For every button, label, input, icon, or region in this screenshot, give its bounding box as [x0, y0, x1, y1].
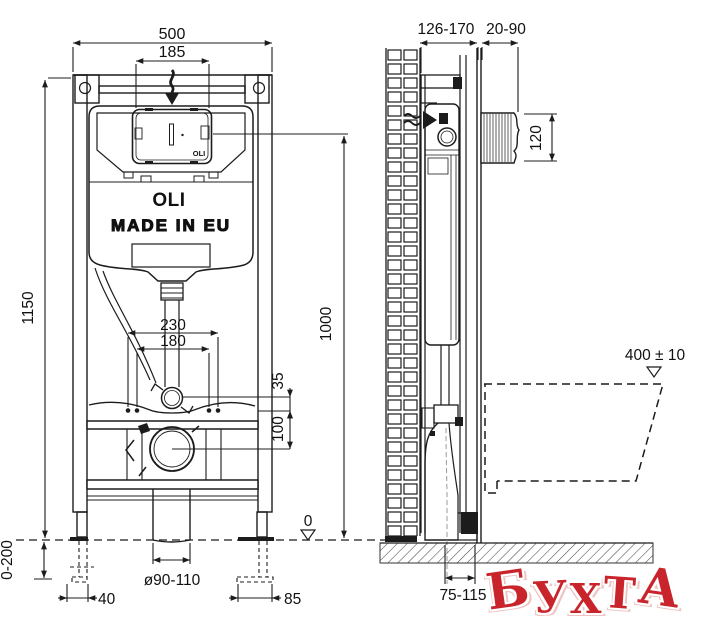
dim-panel-width: 185 — [159, 44, 186, 61]
dim-outlet-offset: 75-115 — [439, 587, 486, 604]
dimension-labels: 500 185 1150 1000 230 180 35 100 0-200 4… — [0, 21, 685, 608]
water-supply-arrow-icon — [403, 111, 437, 129]
inlet-connection — [437, 127, 457, 147]
dim-bowl-height: 400 ± 10 — [625, 347, 686, 364]
brick-wall — [385, 48, 421, 542]
dim-frame-height: 1150 — [20, 291, 37, 325]
drain-centerline — [445, 427, 448, 584]
service-opening — [131, 243, 211, 268]
toilet-bowl-outline — [484, 383, 664, 494]
dim-leg-adjustment: 0-200 — [0, 540, 16, 580]
dim-overall-width: 500 — [159, 26, 186, 43]
dim-finish-depth: 20-90 — [486, 21, 526, 38]
watermark-logo: Б У Х Т А — [482, 555, 685, 623]
fixing-rail — [88, 401, 256, 414]
bellows-connector — [160, 282, 184, 301]
water-inlet-arrow-icon — [165, 69, 179, 105]
brand-labels: OLI MADE IN EU OLI — [110, 149, 231, 236]
watermark-letter: Х — [569, 575, 602, 623]
dim-frame-depth: 126-170 — [418, 21, 475, 38]
waste-pipe — [152, 489, 191, 543]
inlet-bend — [160, 386, 184, 410]
panel-brand-logo: OLI — [193, 149, 206, 158]
brand-logo: OLI — [152, 190, 185, 211]
legs — [70, 511, 274, 583]
dim-drain-height: 100 — [270, 416, 287, 442]
flush-plate-box — [480, 112, 520, 164]
panel-latch-right — [200, 125, 210, 140]
cistern — [88, 105, 254, 387]
floor — [379, 542, 654, 564]
panel-latch-left — [134, 127, 143, 140]
dim-left-foot: 40 — [98, 591, 116, 608]
drain-through-floor — [461, 512, 478, 534]
dim-inlet-gap: 35 — [270, 372, 287, 389]
mount-hole-left — [78, 81, 92, 95]
watermark-letter: У — [531, 572, 569, 624]
made-in-eu-label: MADE IN EU — [111, 216, 231, 235]
watermark-letter: Б — [482, 557, 533, 622]
dim-fixing-outer: 230 — [160, 317, 186, 334]
watermark-letter: А — [635, 555, 685, 621]
dim-panel-center-height: 1000 — [318, 306, 335, 341]
side-cistern — [403, 103, 478, 584]
datum-triangle-bowl — [645, 366, 663, 379]
mount-hole-right — [252, 81, 266, 95]
access-panel — [131, 108, 213, 165]
supply-hose — [94, 267, 151, 381]
dimension-lines — [34, 40, 557, 602]
dim-box-height: 120 — [528, 125, 545, 151]
panel-slot — [169, 123, 174, 146]
drain-housing — [424, 422, 458, 541]
dim-floor-datum: 0 — [304, 513, 313, 530]
datum-triangle-front — [299, 529, 317, 542]
dim-right-foot: 85 — [284, 591, 301, 608]
dim-fixing-inner: 180 — [160, 333, 186, 350]
dim-waste-pipe: ø90-110 — [144, 572, 201, 589]
front-view — [16, 69, 386, 583]
side-view — [379, 48, 664, 584]
watermark-letter: Т — [602, 567, 638, 621]
frame-profile — [420, 48, 482, 543]
